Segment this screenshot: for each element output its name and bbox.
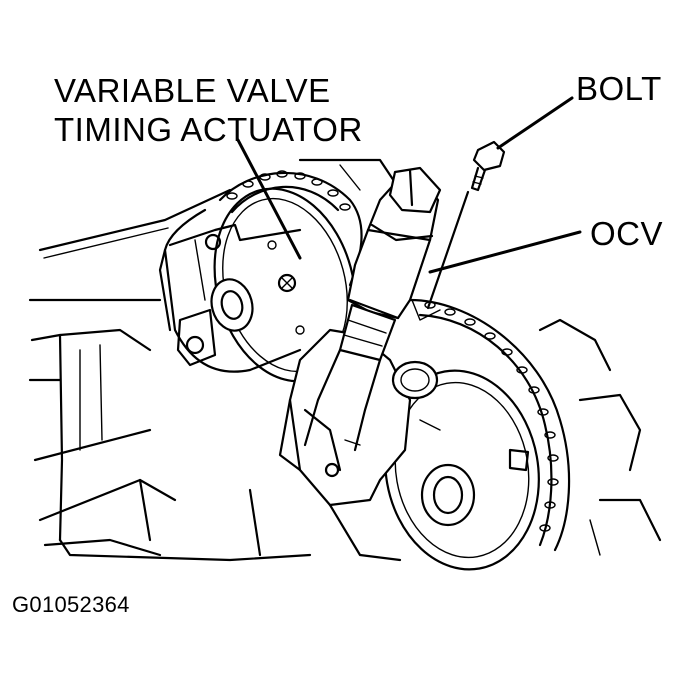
leader-ocv bbox=[428, 230, 582, 274]
leader-bolt bbox=[496, 96, 574, 150]
leader-lines bbox=[236, 96, 582, 310]
leader-actuator bbox=[236, 138, 302, 260]
lower-sprocket bbox=[384, 369, 540, 571]
actuator-label-line2: TIMING ACTUATOR bbox=[54, 111, 363, 148]
bolt-part bbox=[470, 140, 506, 192]
bolt-insertion-line bbox=[426, 190, 470, 310]
figure-code: G01052364 bbox=[12, 592, 130, 617]
ocv-mounting-bracket bbox=[278, 298, 439, 562]
ocv-valve bbox=[303, 166, 442, 452]
bolt-label: BOLT bbox=[576, 70, 662, 107]
engine-block bbox=[28, 158, 662, 562]
actuator-label-line1: VARIABLE VALVE bbox=[54, 72, 331, 109]
ocv-label: OCV bbox=[590, 215, 664, 252]
